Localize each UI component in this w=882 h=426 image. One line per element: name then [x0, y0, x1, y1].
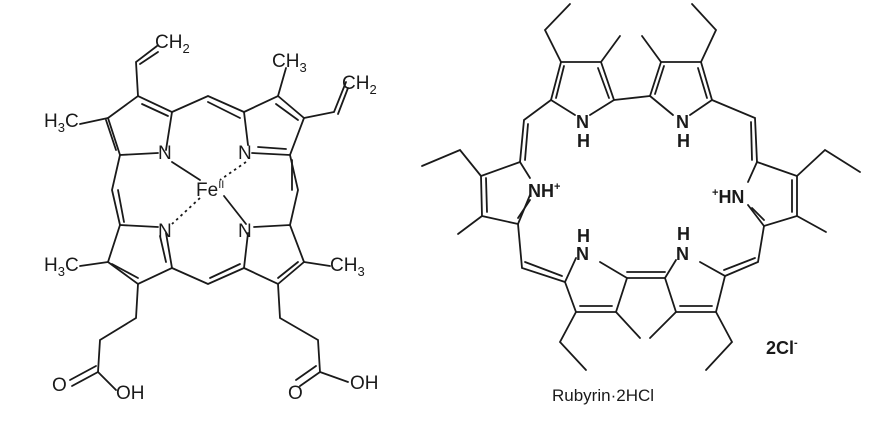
label-carbonyl-o-left: O	[52, 375, 67, 396]
label-nh-top-right-n: N	[676, 112, 689, 132]
label-n2: N	[238, 143, 252, 164]
label-nh-bottom-right-h: H	[677, 224, 690, 244]
rubyrin-caption: Rubyrin·2HCl	[552, 386, 654, 405]
label-methyl-bottom-left: H3C	[44, 255, 79, 279]
label-nh-bottom-left-n: N	[576, 244, 589, 264]
label-n3: N	[158, 221, 172, 242]
label-nh-plus-left: NH+	[528, 181, 560, 201]
label-counterion: 2Cl-	[766, 337, 798, 358]
heme-structure	[69, 45, 349, 391]
label-nh-bottom-right-n: N	[676, 244, 689, 264]
label-nh-bottom-left-h: H	[577, 226, 590, 246]
label-methyl-top-right: CH3	[272, 51, 307, 75]
label-hydroxyl-right: OH	[350, 373, 379, 394]
label-n1: N	[158, 143, 172, 164]
label-n4: N	[238, 221, 252, 242]
label-hn-plus-right: +HN	[712, 187, 744, 207]
label-methyl-top-left: H3C	[44, 111, 79, 135]
label-hydroxyl-left: OH	[116, 383, 145, 404]
label-iron: FeII	[196, 179, 224, 201]
label-carbonyl-o-right: O	[288, 383, 303, 404]
label-vinyl-ch2-top: CH2	[155, 32, 190, 56]
rubyrin-labels: N H N H NH+ +HN H N H N 2Cl- Rubyrin·2HC…	[528, 112, 798, 405]
label-nh-top-left-n: N	[576, 112, 589, 132]
rubyrin-structure	[421, 3, 861, 371]
heme-labels: CH2 CH3 CH2 H3C N N N N FeII H3C CH3 O O…	[44, 32, 379, 404]
label-nh-top-right-h: H	[677, 131, 690, 151]
label-methyl-bottom-right: CH3	[330, 255, 365, 279]
label-vinyl-ch2-right: CH2	[342, 73, 377, 97]
label-nh-top-left-h: H	[577, 131, 590, 151]
